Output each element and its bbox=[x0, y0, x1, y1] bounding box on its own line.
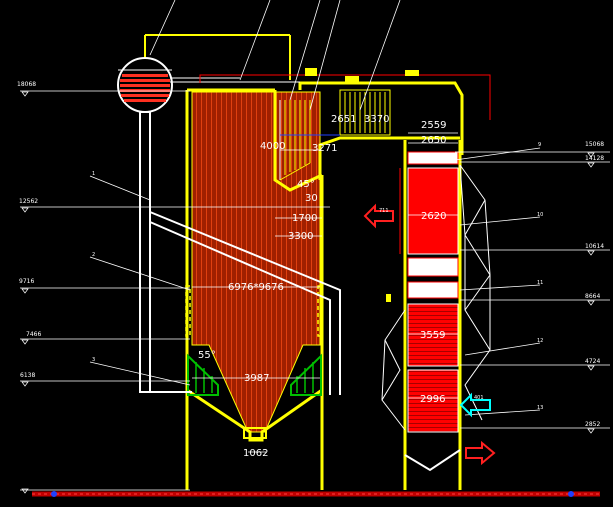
callout-13: 13 bbox=[537, 405, 543, 411]
furnace bbox=[185, 88, 324, 490]
dim-45deg: 45° bbox=[297, 179, 315, 190]
dim-2650: 2650 bbox=[421, 135, 446, 146]
elevation-marker-left: 18068 12562 9716 7466 6138 bbox=[17, 81, 41, 494]
callout-9: 9 bbox=[538, 142, 541, 148]
callout-10: 10 bbox=[537, 212, 543, 218]
svg-text:711: 711 bbox=[379, 208, 389, 214]
dim-3987: 3987 bbox=[244, 373, 269, 384]
dim-3559: 3559 bbox=[420, 330, 445, 341]
svg-text:15068: 15068 bbox=[585, 141, 604, 148]
callout-12: 12 bbox=[537, 338, 543, 344]
callout-1: 1 bbox=[92, 171, 95, 177]
dim-2559: 2559 bbox=[421, 120, 446, 131]
flue-gas-outlet-arrow: 711 bbox=[363, 203, 394, 229]
dim-55deg: 55° bbox=[198, 350, 216, 361]
svg-text:6138: 6138 bbox=[20, 372, 35, 379]
dim-2996: 2996 bbox=[420, 394, 445, 405]
dim-2620: 2620 bbox=[421, 211, 446, 222]
callout-2: 2 bbox=[92, 252, 95, 258]
callout-11: 11 bbox=[537, 280, 543, 286]
platen-superheater bbox=[279, 100, 311, 181]
svg-text:18068: 18068 bbox=[17, 81, 36, 88]
svg-text:401: 401 bbox=[474, 395, 484, 401]
svg-text:12562: 12562 bbox=[19, 198, 38, 205]
dim-30: 30 bbox=[305, 193, 318, 204]
dim-3370: 3370 bbox=[364, 114, 389, 125]
rear-pass bbox=[381, 140, 491, 490]
dim-1062: 1062 bbox=[243, 448, 268, 459]
air-outlet-arrow bbox=[465, 440, 496, 466]
dim-6976x9676: 6976*9676 bbox=[228, 282, 284, 293]
svg-text:8664: 8664 bbox=[585, 293, 600, 300]
dim-3271: 3271 bbox=[312, 143, 337, 154]
svg-text:2852: 2852 bbox=[585, 421, 600, 428]
dimension-lines bbox=[192, 132, 458, 453]
steam-drum bbox=[117, 34, 491, 395]
svg-text:4724: 4724 bbox=[585, 358, 600, 365]
dim-1700: 1700 bbox=[292, 213, 317, 224]
dim-3300: 3300 bbox=[288, 231, 313, 242]
svg-text:14128: 14128 bbox=[585, 155, 604, 162]
svg-text:9716: 9716 bbox=[19, 278, 34, 285]
leader-lines bbox=[89, 0, 541, 416]
horizontal-flue bbox=[280, 81, 464, 180]
dim-2651: 2651 bbox=[331, 114, 356, 125]
dim-4000: 4000 bbox=[260, 141, 285, 152]
elevation-marker-right: 15068 14128 10614 8664 4724 2852 bbox=[585, 141, 604, 434]
svg-text:7466: 7466 bbox=[26, 331, 41, 338]
elevation-lines bbox=[20, 90, 610, 491]
air-inlet-arrow: 401 bbox=[459, 392, 491, 418]
callout-3: 3 bbox=[92, 357, 95, 363]
ground-line bbox=[32, 491, 600, 497]
svg-text:10614: 10614 bbox=[585, 243, 604, 250]
